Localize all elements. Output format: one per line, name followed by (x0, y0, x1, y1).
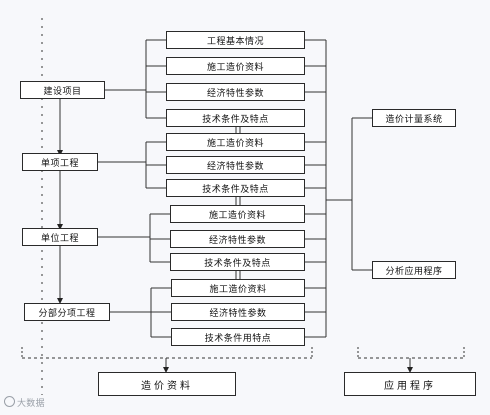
analysis-program-label: 分析应用程序 (385, 266, 443, 277)
g1-economic-params-label: 经济特性参数 (206, 88, 264, 99)
g4-economic-params-label: 经济特性参数 (209, 308, 267, 319)
watermark-icon (4, 396, 15, 407)
g1-cost-data-label: 施工造价资料 (206, 62, 264, 73)
analysis-program-box: 分析应用程序 (372, 261, 456, 279)
g1-cost-data-box: 施工造价资料 (166, 57, 305, 75)
cost-data-output-box: 造价资料 (98, 372, 236, 396)
application-program-output-label: 应用程序 (384, 380, 436, 392)
g1-technical-conditions-label: 技术条件及特点 (202, 114, 269, 125)
g3-technical-conditions-label: 技术条件及特点 (204, 258, 271, 269)
watermark-text: 大数据 (17, 399, 45, 409)
g2-cost-data-box: 施工造价资料 (166, 133, 305, 151)
g3-technical-conditions-box: 技术条件及特点 (170, 253, 305, 271)
g3-economic-params-label: 经济特性参数 (208, 235, 266, 246)
cost-calc-system-label: 造价计量系统 (385, 114, 443, 125)
g4-technical-conditions-box: 技术条件用特点 (171, 328, 305, 346)
g3-cost-data-label: 施工造价资料 (208, 210, 266, 221)
application-program-output-box: 应用程序 (344, 372, 476, 396)
g3-economic-params-box: 经济特性参数 (170, 230, 305, 248)
g2-economic-params-label: 经济特性参数 (206, 161, 264, 172)
unit-project-label: 单位工程 (40, 233, 79, 244)
g2-cost-data-label: 施工造价资料 (206, 138, 264, 149)
unit-project-box: 单位工程 (22, 228, 98, 246)
g2-technical-conditions-box: 技术条件及特点 (166, 179, 305, 197)
g4-cost-data-box: 施工造价资料 (171, 279, 305, 297)
g2-economic-params-box: 经济特性参数 (166, 156, 305, 174)
g1-economic-params-box: 经济特性参数 (166, 83, 305, 101)
g1-basic-info-box: 工程基本情况 (166, 31, 305, 49)
single-project-label: 单项工程 (40, 158, 79, 169)
watermark: 大数据 (4, 396, 45, 409)
g4-cost-data-label: 施工造价资料 (209, 284, 267, 295)
single-project-box: 单项工程 (22, 153, 98, 171)
g1-technical-conditions-box: 技术条件及特点 (166, 109, 305, 127)
construction-project-label: 建设项目 (43, 86, 82, 97)
cost-data-output-label: 造价资料 (141, 380, 193, 392)
g4-technical-conditions-label: 技术条件用特点 (204, 333, 272, 344)
g1-basic-info-label: 工程基本情况 (206, 36, 264, 47)
sub-project-box: 分部分项工程 (24, 303, 110, 321)
sub-project-label: 分部分项工程 (38, 308, 96, 319)
g4-economic-params-box: 经济特性参数 (171, 303, 305, 321)
g2-technical-conditions-label: 技术条件及特点 (202, 184, 269, 195)
cost-calc-system-box: 造价计量系统 (372, 109, 456, 127)
g3-cost-data-box: 施工造价资料 (170, 205, 305, 223)
construction-project-box: 建设项目 (20, 81, 105, 99)
